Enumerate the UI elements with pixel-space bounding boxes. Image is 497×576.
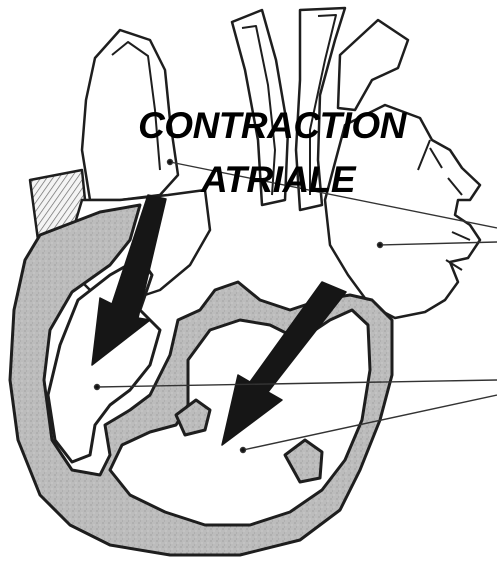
pulmonary-artery <box>338 20 408 110</box>
title-line-1: CONTRACTION <box>138 105 408 146</box>
myocardium <box>10 205 392 555</box>
title-line-2: ATRIALE <box>200 159 357 200</box>
